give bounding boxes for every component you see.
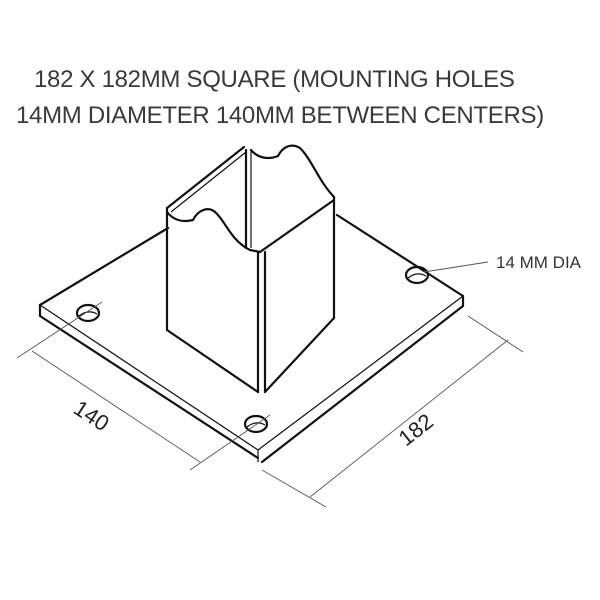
base-plate — [38, 213, 465, 464]
dimension-182: 182 — [261, 315, 524, 508]
drawing-title-line-2: 14MM DIAMETER 140MM BETWEEN CENTERS) — [16, 102, 544, 129]
square-post — [165, 144, 336, 394]
hole-diameter-label: 14 MM DIA — [496, 253, 582, 272]
hole-left-icon — [75, 303, 101, 323]
hole-front-icon — [243, 414, 269, 434]
dimension-140: 140 — [16, 301, 271, 471]
hole-callout: 14 MM DIA — [423, 253, 582, 273]
hole-right-icon — [404, 265, 430, 285]
drawing-title-line-1: 182 X 182MM SQUARE (MOUNTING HOLES — [34, 66, 515, 93]
dimension-182-label: 182 — [394, 409, 438, 451]
dimension-140-label: 140 — [69, 395, 113, 436]
mounting-holes — [75, 265, 430, 434]
